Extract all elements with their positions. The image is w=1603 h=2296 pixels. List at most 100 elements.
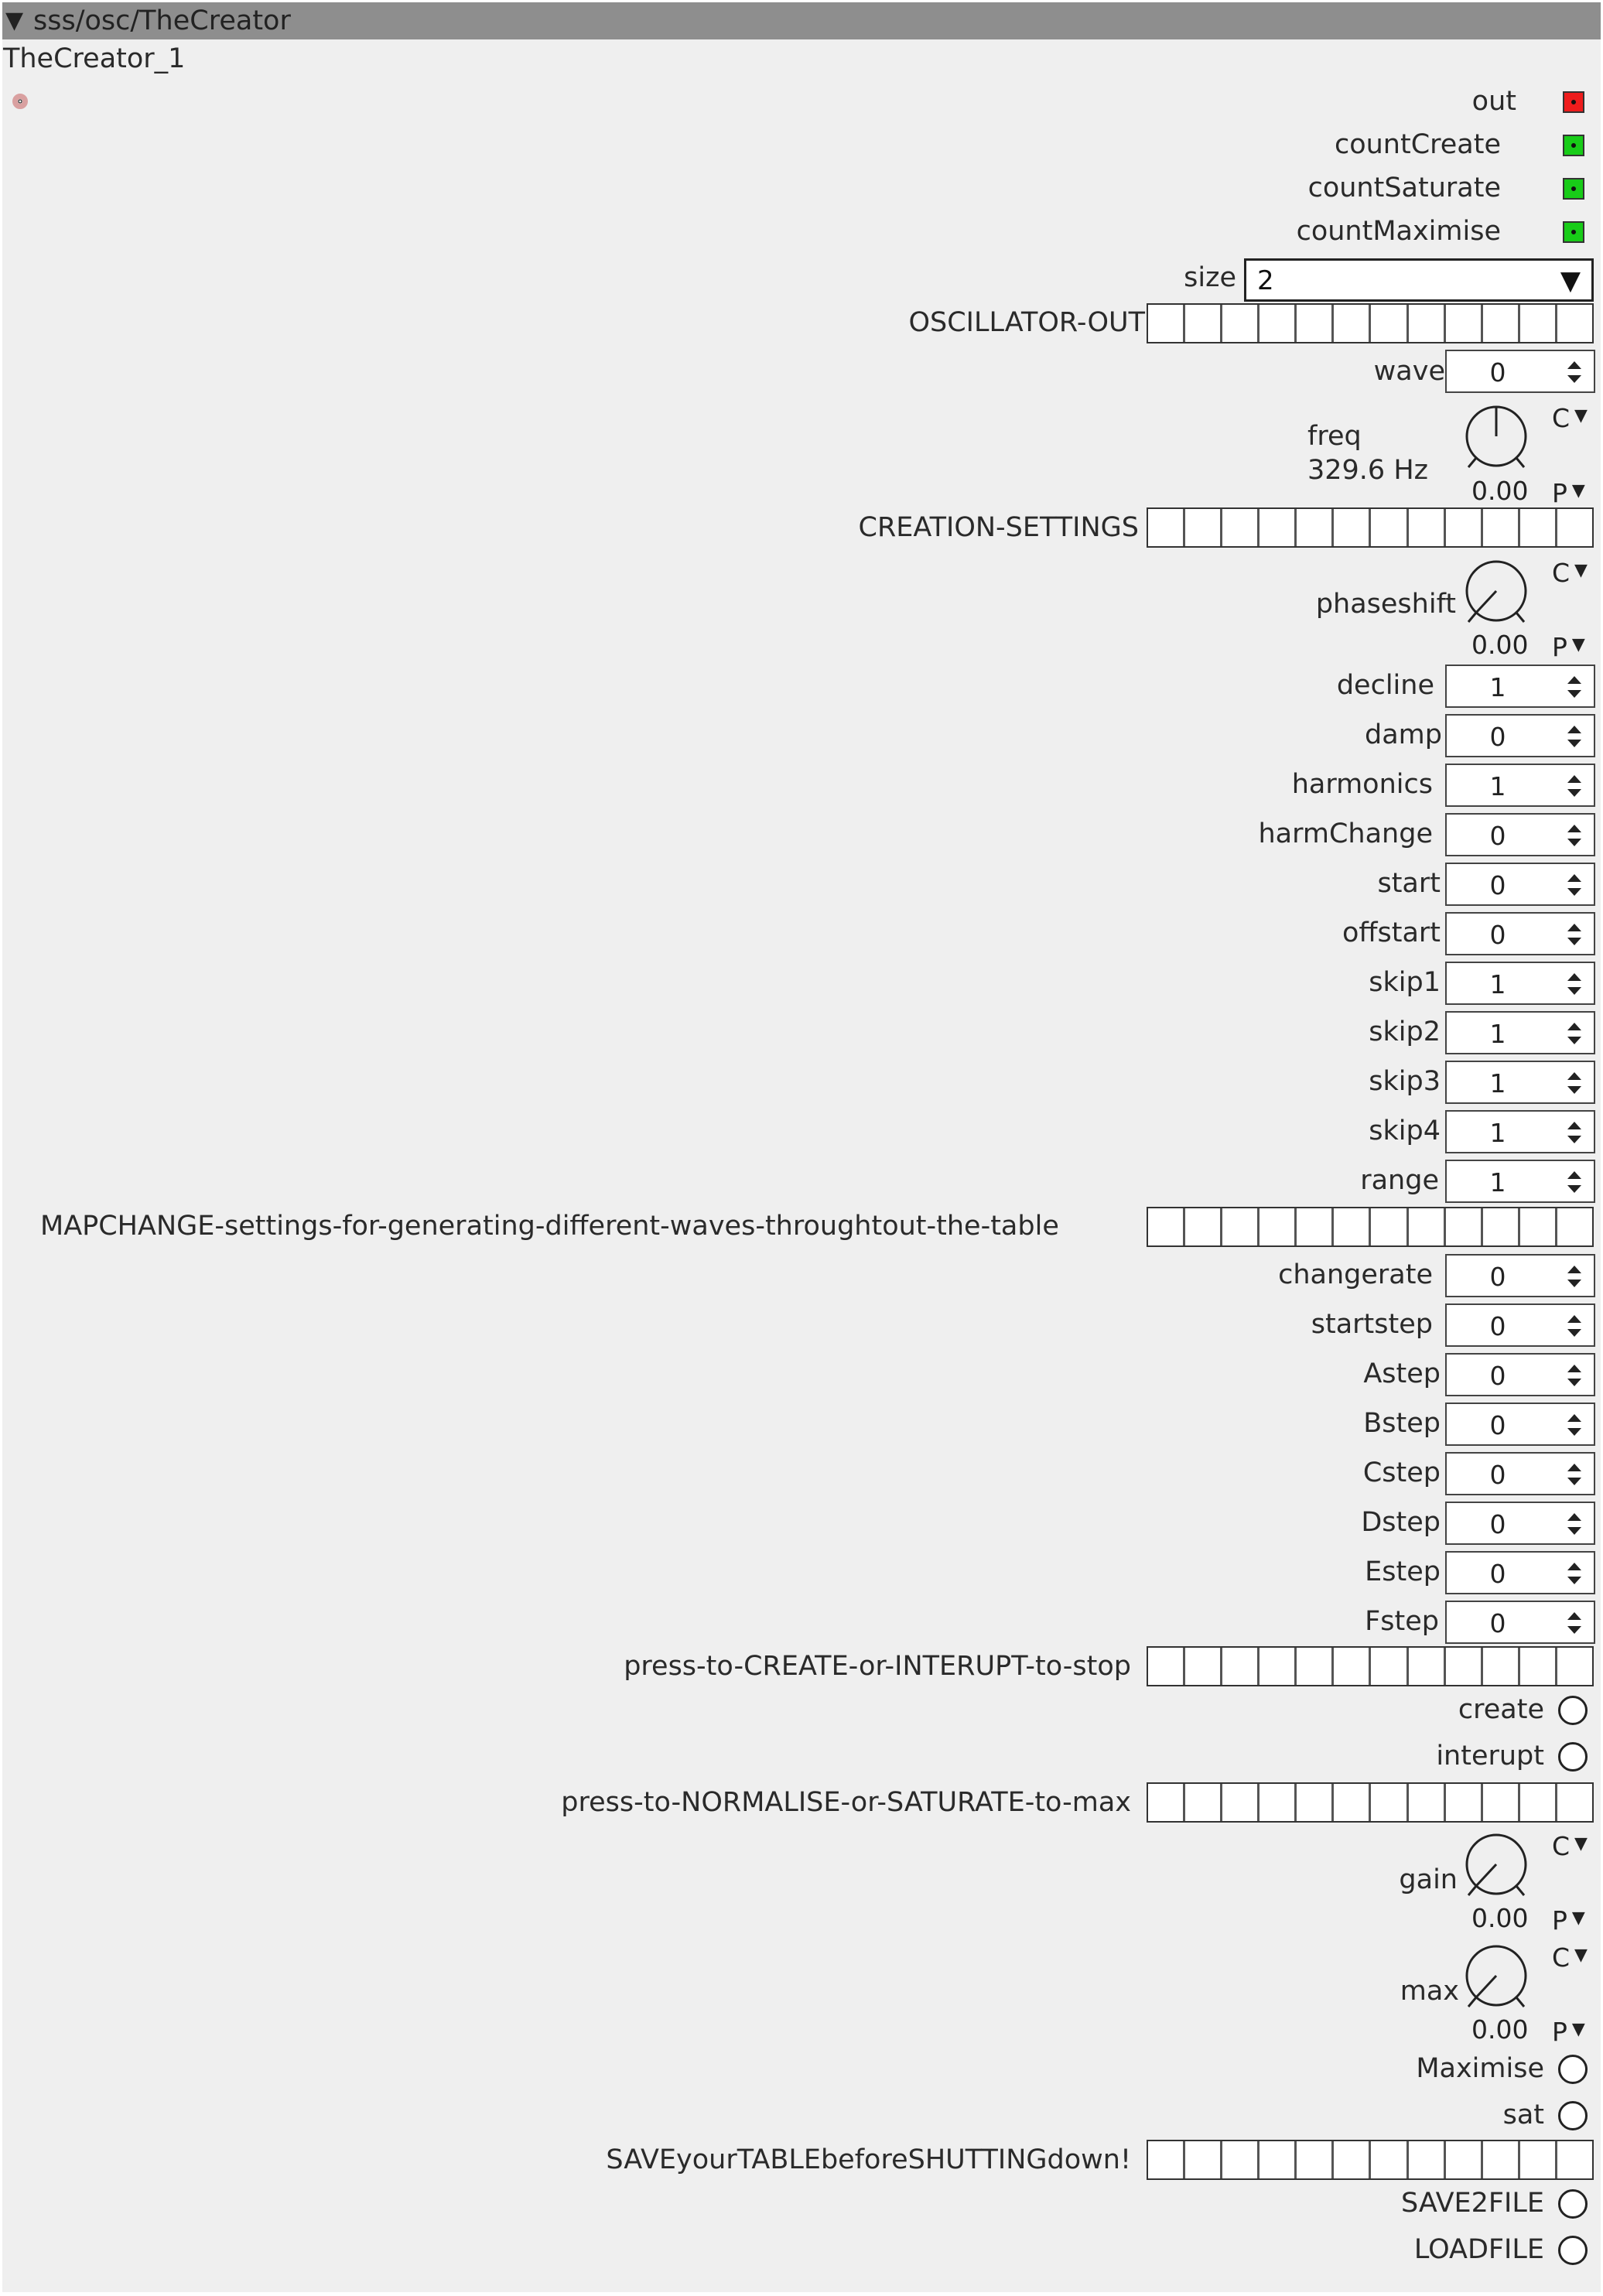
create-label: create bbox=[1458, 1694, 1544, 1725]
spin-arrows-icon[interactable] bbox=[1564, 1458, 1584, 1491]
phaseshift-c-menu[interactable]: C▼ bbox=[1552, 558, 1588, 588]
interupt-button[interactable] bbox=[1558, 1742, 1588, 1772]
spin-arrows-icon[interactable] bbox=[1564, 1116, 1584, 1149]
spin-arrows-icon[interactable] bbox=[1564, 1017, 1584, 1050]
p-menu-arrow-icon: ▼ bbox=[1571, 481, 1585, 501]
loadfile-button[interactable] bbox=[1558, 2236, 1588, 2265]
gain-p-menu[interactable]: P▼ bbox=[1552, 1905, 1585, 1936]
spin-arrows-icon[interactable] bbox=[1564, 1310, 1584, 1342]
interupt-label: interupt bbox=[1436, 1741, 1544, 1772]
startstep-spinbox[interactable]: 0 bbox=[1445, 1303, 1595, 1347]
cstep-spinbox[interactable]: 0 bbox=[1445, 1452, 1595, 1495]
spin-arrows-icon[interactable] bbox=[1564, 356, 1584, 388]
param-label: Astep bbox=[1363, 1358, 1441, 1389]
size-value: 2 bbox=[1257, 265, 1274, 296]
bstep-spinbox[interactable]: 0 bbox=[1445, 1403, 1595, 1446]
param-label: offstart bbox=[1342, 917, 1441, 948]
spin-arrows-icon[interactable] bbox=[1564, 720, 1584, 753]
spin-value: 1 bbox=[1489, 1167, 1506, 1198]
spin-value: 0 bbox=[1489, 1410, 1506, 1440]
skip3-spinbox[interactable]: 1 bbox=[1445, 1061, 1595, 1104]
spin-arrows-icon[interactable] bbox=[1564, 1260, 1584, 1293]
c-menu-arrow-icon: ▼ bbox=[1574, 1834, 1588, 1854]
spin-arrows-icon[interactable] bbox=[1564, 1508, 1584, 1540]
spin-arrows-icon[interactable] bbox=[1564, 1409, 1584, 1441]
phaseshift-label: phaseshift bbox=[1315, 589, 1456, 620]
spin-arrows-icon[interactable] bbox=[1564, 1557, 1584, 1590]
spin-arrows-icon[interactable] bbox=[1564, 869, 1584, 901]
spin-arrows-icon[interactable] bbox=[1564, 918, 1584, 951]
spin-value: 0 bbox=[1489, 1608, 1506, 1638]
param-label: Bstep bbox=[1363, 1408, 1441, 1439]
max-label: max bbox=[1400, 1976, 1459, 2007]
harmchange-spinbox[interactable]: 0 bbox=[1445, 813, 1595, 856]
dstep-spinbox[interactable]: 0 bbox=[1445, 1502, 1595, 1545]
skip4-spinbox[interactable]: 1 bbox=[1445, 1110, 1595, 1153]
param-label: damp bbox=[1365, 719, 1442, 750]
phaseshift-p-menu[interactable]: P▼ bbox=[1552, 632, 1585, 662]
gain-knob[interactable] bbox=[1461, 1829, 1532, 1900]
spin-arrows-icon[interactable] bbox=[1564, 1607, 1584, 1639]
gain-value: 0.00 bbox=[1471, 1903, 1529, 1933]
module-title: sss/osc/TheCreator bbox=[33, 5, 291, 36]
instance-name: TheCreator_1 bbox=[3, 43, 186, 74]
freq-knob[interactable] bbox=[1461, 401, 1532, 472]
spin-value: 1 bbox=[1489, 1068, 1506, 1098]
max-value: 0.00 bbox=[1471, 2014, 1529, 2045]
freq-c-menu[interactable]: C▼ bbox=[1552, 403, 1588, 433]
section-normalise: press-to-NORMALISE-or-SATURATE-to-max bbox=[561, 1787, 1131, 1818]
p-menu-arrow-icon: ▼ bbox=[1571, 2020, 1585, 2039]
skip2-spinbox[interactable]: 1 bbox=[1445, 1011, 1595, 1054]
spin-value: 1 bbox=[1489, 672, 1506, 702]
spin-arrows-icon[interactable] bbox=[1564, 1359, 1584, 1392]
outlet-countsaturate-icon[interactable] bbox=[1563, 178, 1584, 200]
section-mapchange: MAPCHANGE-settings-for-generating-differ… bbox=[40, 1211, 1059, 1242]
phaseshift-knob[interactable] bbox=[1461, 555, 1532, 627]
estep-spinbox[interactable]: 0 bbox=[1445, 1551, 1595, 1594]
astep-spinbox[interactable]: 0 bbox=[1445, 1353, 1595, 1396]
start-spinbox[interactable]: 0 bbox=[1445, 863, 1595, 906]
damp-spinbox[interactable]: 0 bbox=[1445, 714, 1595, 757]
spin-arrows-icon[interactable] bbox=[1564, 819, 1584, 852]
size-select[interactable]: 2 ▼ bbox=[1244, 258, 1594, 302]
param-label: Fstep bbox=[1365, 1606, 1439, 1637]
gain-c-menu[interactable]: C▼ bbox=[1552, 1831, 1588, 1861]
skip1-spinbox[interactable]: 1 bbox=[1445, 962, 1595, 1005]
outlet-out-icon[interactable] bbox=[1563, 91, 1584, 113]
param-label: Estep bbox=[1365, 1556, 1441, 1587]
outlet-countcreate-icon[interactable] bbox=[1563, 135, 1584, 156]
spin-arrows-icon[interactable] bbox=[1564, 968, 1584, 1000]
decline-spinbox[interactable]: 1 bbox=[1445, 665, 1595, 708]
collapse-triangle-icon[interactable]: ▼ bbox=[5, 7, 24, 34]
fstep-spinbox[interactable]: 0 bbox=[1445, 1601, 1595, 1644]
range-spinbox[interactable]: 1 bbox=[1445, 1160, 1595, 1203]
wave-label: wave bbox=[1373, 356, 1445, 387]
max-c-menu[interactable]: C▼ bbox=[1552, 1942, 1588, 1973]
module-titlebar[interactable]: ▼ sss/osc/TheCreator bbox=[2, 2, 1601, 39]
spin-arrows-icon[interactable] bbox=[1564, 1166, 1584, 1198]
harmonics-spinbox[interactable]: 1 bbox=[1445, 764, 1595, 807]
spin-value: 0 bbox=[1489, 1262, 1506, 1292]
param-label: start bbox=[1377, 868, 1441, 899]
c-menu-arrow-icon: ▼ bbox=[1574, 561, 1588, 580]
outlet-countmaximise-icon[interactable] bbox=[1563, 221, 1584, 243]
spin-arrows-icon[interactable] bbox=[1564, 770, 1584, 802]
offstart-spinbox[interactable]: 0 bbox=[1445, 912, 1595, 955]
changerate-spinbox[interactable]: 0 bbox=[1445, 1254, 1595, 1297]
spin-arrows-icon[interactable] bbox=[1564, 671, 1584, 703]
sat-button[interactable] bbox=[1558, 2101, 1588, 2130]
wave-spinbox[interactable]: 0 bbox=[1445, 350, 1595, 393]
sat-label: sat bbox=[1502, 2100, 1544, 2130]
spin-arrows-icon[interactable] bbox=[1564, 1067, 1584, 1099]
max-knob[interactable] bbox=[1461, 1940, 1532, 2011]
create-button[interactable] bbox=[1558, 1696, 1588, 1725]
freq-p-menu[interactable]: P▼ bbox=[1552, 478, 1585, 508]
save2file-button[interactable] bbox=[1558, 2189, 1588, 2219]
max-p-menu[interactable]: P▼ bbox=[1552, 2017, 1585, 2047]
param-label: decline bbox=[1336, 670, 1434, 701]
port-label-countcreate: countCreate bbox=[1334, 129, 1501, 160]
port-label-out: out bbox=[1471, 86, 1516, 117]
maximise-button[interactable] bbox=[1558, 2055, 1588, 2084]
inlet-port-icon[interactable] bbox=[12, 94, 28, 109]
